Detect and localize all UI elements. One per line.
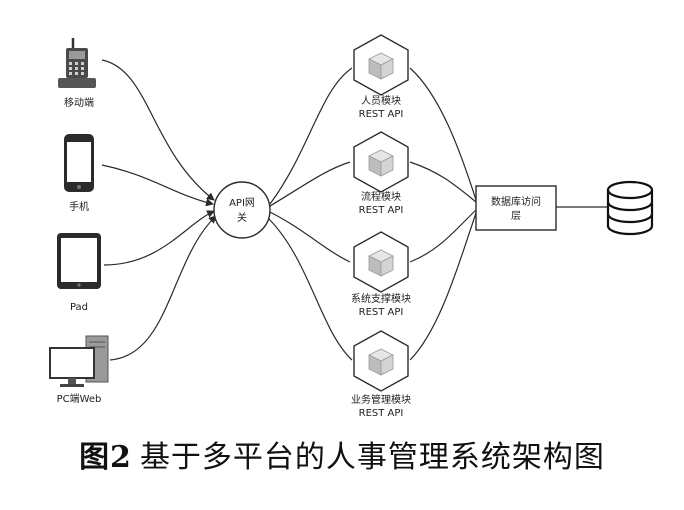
cube-icon — [353, 131, 409, 193]
module-3 — [353, 231, 409, 293]
client-pc: PC端Web — [49, 335, 109, 405]
cube-icon — [353, 231, 409, 293]
client-mobile: 移动端 — [58, 38, 96, 109]
edge-module-4-to-data — [409, 212, 477, 361]
edge-mobile-to-gateway — [101, 59, 215, 201]
module-name: 流程模块 — [361, 190, 401, 203]
edge-gateway-to-module-1 — [269, 67, 353, 205]
module-1 — [353, 34, 409, 96]
data-layer-label-line2: 层 — [511, 210, 521, 222]
module-api: REST API — [359, 307, 404, 318]
gateway-label-line1: API网 — [229, 197, 255, 209]
cube-icon — [353, 330, 409, 392]
gateway-label-line2: 关 — [237, 211, 247, 224]
database-icon — [606, 180, 654, 236]
figure-title: 基于多平台的人事管理系统架构图 — [139, 440, 605, 475]
module-name: 系统支撑模块 — [351, 292, 411, 305]
edge-pc-to-gateway — [109, 215, 217, 361]
smartphone-icon — [64, 134, 94, 192]
client-phone: 手机 — [64, 134, 94, 213]
figure-number: 图2 — [79, 440, 132, 475]
data-layer-label-line1: 数据库访问 — [491, 195, 541, 208]
edge-pad-to-gateway — [103, 210, 215, 266]
cube-icon — [353, 34, 409, 96]
module-4 — [353, 330, 409, 392]
client-label: PC端Web — [57, 392, 102, 405]
api-gateway: API网 关 — [213, 181, 271, 239]
edge-module-2-to-data — [409, 161, 477, 203]
module-api: REST API — [359, 205, 404, 216]
client-label: 移动端 — [64, 96, 94, 109]
desk-phone-icon — [58, 38, 96, 88]
module-name: 业务管理模块 — [351, 393, 411, 406]
edge-module-3-to-data — [409, 209, 477, 263]
gateway-edges — [267, 67, 353, 361]
module-api: REST API — [359, 109, 404, 120]
data-access-layer: 数据库访问 层 — [475, 185, 557, 231]
edge-module-1-to-data — [409, 67, 477, 201]
edge-phone-to-gateway — [101, 164, 214, 207]
edge-gateway-to-module-4 — [267, 217, 353, 361]
module-2 — [353, 131, 409, 193]
edge-gateway-to-module-3 — [269, 211, 351, 263]
edge-gateway-to-module-2 — [269, 161, 351, 207]
client-pad: Pad — [57, 233, 101, 313]
module-name: 人员模块 — [361, 95, 401, 107]
desktop-computer-icon — [49, 335, 109, 387]
client-edges — [101, 59, 217, 361]
module-edges — [409, 67, 477, 361]
module-api: REST API — [359, 408, 404, 419]
client-label: Pad — [70, 302, 88, 313]
tablet-icon — [57, 233, 101, 289]
client-label: 手机 — [69, 200, 89, 213]
